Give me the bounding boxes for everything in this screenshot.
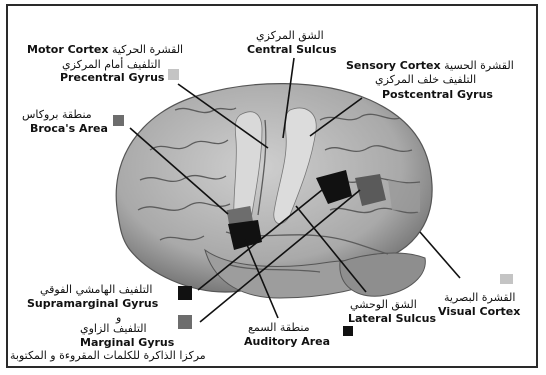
supramarginal-arabic: التلفيف الهامشي الفوقي [40,283,152,296]
postcentral-arabic: التلفيف خلف المركزي [375,73,476,86]
black-square-icon-2 [343,326,353,336]
lateral-arabic: الشق الوحشي [350,298,417,311]
precentral-arabic: التلفيف أمام المركزي [62,58,161,71]
marginal-english: Marginal Gyrus [80,336,174,349]
light-gray-square-icon-2 [500,274,513,284]
sensory-english: Sensory Cortex [346,59,441,72]
leader-visual [420,232,460,278]
sensory-cortex-label: Sensory Cortex القشرة الحسية [346,59,514,72]
dark-gray-square-icon-2 [178,315,192,329]
precentral-english: Precentral Gyrus [60,71,164,84]
marginal-arabic: التلفيف الزاوي [80,322,147,335]
light-gray-square-icon [168,69,179,80]
postcentral-english: Postcentral Gyrus [382,88,493,101]
black-square-icon [178,286,192,300]
broca-english: Broca's Area [30,122,108,135]
auditory-arabic: منطقة السمع [248,321,310,334]
central-english: Central Sulcus [247,43,337,56]
supramarginal-english: Supramarginal Gyrus [27,297,158,310]
visual-arabic: القشرة البصرية [444,291,515,304]
motor-arabic: القشرة الحركية [112,43,183,56]
auditory-english: Auditory Area [244,335,330,348]
sensory-arabic: القشرة الحسية [444,59,514,72]
lateral-english: Lateral Sulcus [348,312,436,325]
visual-english: Visual Cortex [438,305,520,318]
central-arabic: الشق المركزي [256,29,324,42]
memory-centers-footer: مركزا الذاكرة للكلمات المقروءة و المكتوب… [10,349,206,362]
broca-arabic: منطقة بروكاس [22,108,92,121]
dark-gray-square-icon [113,115,124,126]
motor-english: Motor Cortex [27,43,108,56]
motor-cortex-label: Motor Cortex القشرة الحركية [27,43,183,56]
